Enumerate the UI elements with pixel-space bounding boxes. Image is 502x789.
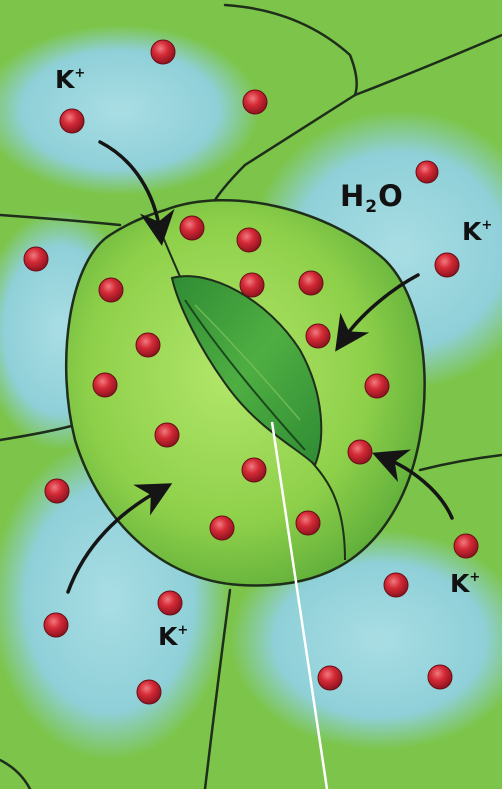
ion	[299, 271, 323, 295]
ion	[44, 613, 68, 637]
ion	[24, 247, 48, 271]
ion	[435, 253, 459, 277]
ion	[306, 324, 330, 348]
ion	[243, 90, 267, 114]
ion	[384, 573, 408, 597]
ion	[180, 216, 204, 240]
ion	[454, 534, 478, 558]
ion	[93, 373, 117, 397]
ion	[45, 479, 69, 503]
ion	[237, 228, 261, 252]
ion	[210, 516, 234, 540]
ion	[428, 665, 452, 689]
ion	[240, 273, 264, 297]
ion	[242, 458, 266, 482]
ion	[158, 591, 182, 615]
ion	[137, 680, 161, 704]
ion	[416, 161, 438, 183]
ion	[136, 333, 160, 357]
ion	[60, 109, 84, 133]
ion	[365, 374, 389, 398]
ion	[318, 666, 342, 690]
ion	[348, 440, 372, 464]
ion	[151, 40, 175, 64]
ion	[296, 511, 320, 535]
ion	[155, 423, 179, 447]
ion	[99, 278, 123, 302]
